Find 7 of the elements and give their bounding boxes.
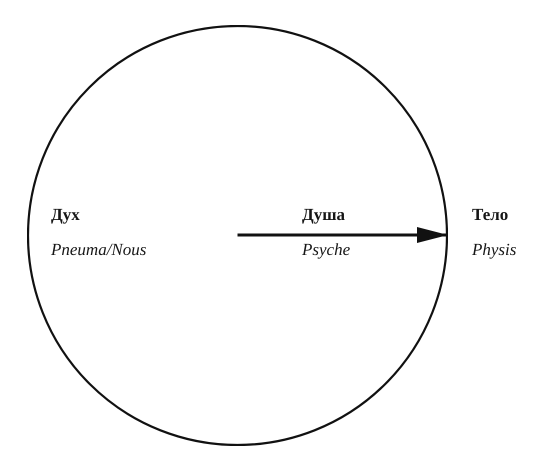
arrow <box>238 227 448 243</box>
term-label: Тело <box>472 205 510 225</box>
transliteration-label: Physis <box>472 240 516 260</box>
transliteration-label: Psyche <box>302 240 350 260</box>
term-label: Дух <box>51 205 81 225</box>
term-label: Душа <box>302 205 346 225</box>
transliteration-label: Pneuma/Nous <box>51 240 146 260</box>
